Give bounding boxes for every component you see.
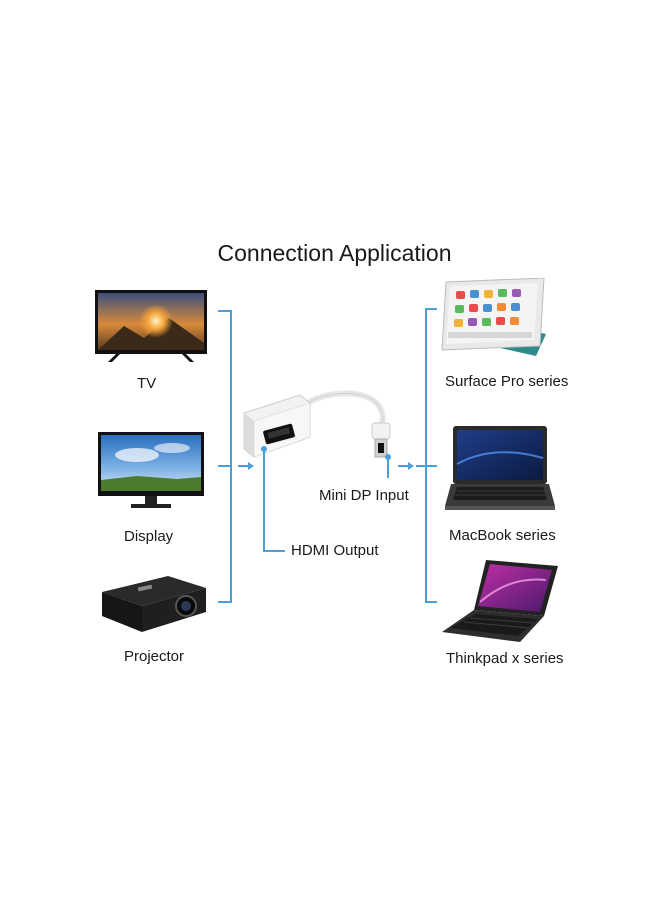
surface-pro-label: Surface Pro series bbox=[445, 373, 569, 390]
mini-dp-input-dot bbox=[385, 454, 391, 460]
left-arrow-head bbox=[248, 462, 254, 470]
monitor-icon bbox=[98, 432, 204, 508]
tv-label: TV bbox=[137, 375, 157, 392]
left-bracket-vertical bbox=[230, 310, 232, 602]
right-bracket-middle bbox=[416, 465, 437, 467]
laptop-icon bbox=[445, 426, 555, 510]
right-arrow-head bbox=[408, 462, 414, 470]
left-bracket-middle bbox=[218, 465, 232, 467]
right-bracket-bottom bbox=[425, 601, 437, 603]
right-arrow-line bbox=[398, 465, 408, 467]
adapter-icon bbox=[243, 390, 391, 458]
diagram-title: Connection Application bbox=[217, 240, 452, 266]
mini-dp-input-leader bbox=[387, 458, 389, 478]
left-bracket-top bbox=[218, 310, 232, 312]
tv-icon bbox=[95, 290, 207, 362]
hdmi-output-leader-h bbox=[263, 550, 285, 552]
thinkpad-label: Thinkpad x series bbox=[446, 650, 564, 667]
projector-label: Projector bbox=[124, 648, 185, 665]
display-label: Display bbox=[124, 528, 174, 545]
right-bracket-vertical bbox=[425, 308, 427, 602]
projector-icon bbox=[102, 576, 206, 632]
tablet-icon bbox=[441, 278, 546, 356]
left-bracket-bottom bbox=[218, 601, 232, 603]
left-arrow-line bbox=[238, 465, 248, 467]
hdmi-output-label: HDMI Output bbox=[291, 542, 379, 559]
laptop-icon bbox=[442, 560, 558, 642]
macbook-label: MacBook series bbox=[449, 527, 556, 544]
right-bracket-top bbox=[425, 308, 437, 310]
mini-dp-input-label: Mini DP Input bbox=[319, 487, 409, 504]
hdmi-output-leader-v bbox=[263, 450, 265, 551]
hdmi-output-dot bbox=[261, 446, 267, 452]
